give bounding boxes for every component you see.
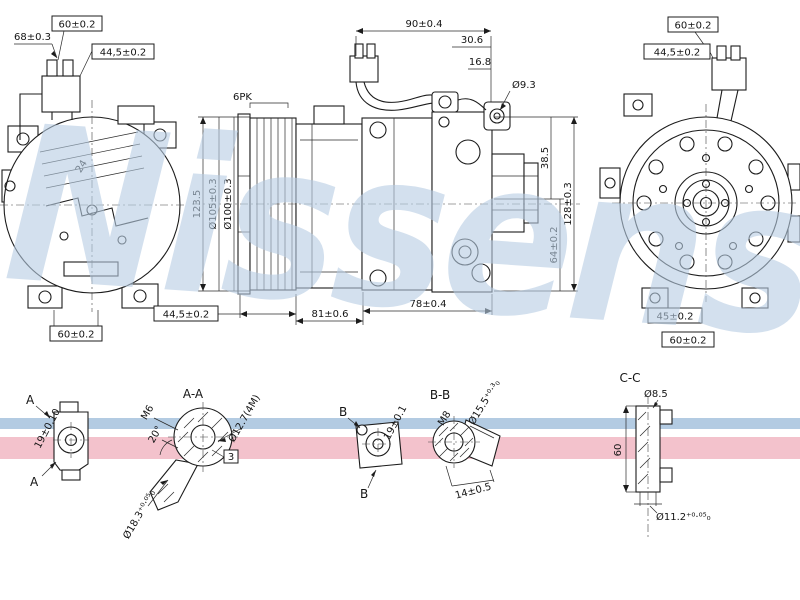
dim-93-label: Ø9.3: [512, 79, 536, 91]
dim-445-pulley-box: [153, 305, 219, 322]
rear-view-dimensions: 60±0.2 44,5±0.2 45±0.2 60±0.2: [643, 16, 719, 348]
side-view-linework: [192, 43, 580, 295]
section-a-a-title: A-A: [183, 387, 204, 401]
section-b-b-linework: [428, 416, 501, 487]
belt-6pk-label: 6PK: [233, 92, 252, 103]
section-a-a-bore-label: Ø18.3⁺⁰·⁰⁵₀: [121, 488, 159, 541]
dim-d105-label: Ø105±0.3: [207, 178, 219, 229]
front-view: 68±0.3 60±0.2 44,5±0.2 24 60±0.2: [0, 15, 186, 342]
detail-a-linework: [35, 401, 89, 481]
rear-view-linework: [599, 45, 800, 309]
section-a-a-linework: [147, 402, 243, 511]
dim-306-label: 30.6: [461, 35, 483, 46]
dim-128-label: 128±0.3: [563, 182, 574, 225]
side-view: 90±0.4 30.6 16.8 Ø9.3 6PK 123.5 Ø105±0.3…: [153, 19, 580, 325]
detail-b-marker-bottom: B: [360, 487, 368, 501]
dim-45-rear-box: [647, 307, 703, 324]
dim-60-top-label: 60±0.2: [58, 20, 95, 31]
section-a-a-flag-label: 3: [228, 452, 234, 463]
dim-60-rear-top-box: [667, 16, 719, 33]
dim-445-rear-box: [643, 43, 711, 60]
dim-445-pulley-label: 44,5±0.2: [163, 310, 210, 321]
detail-b: B B 19±0.1: [339, 404, 409, 501]
side-view-dimensions: 90±0.4 30.6 16.8 Ø9.3 6PK 123.5 Ø105±0.3…: [153, 19, 578, 325]
dim-60-rear-bottom-box: [661, 331, 715, 348]
section-b-b: B-B M8 Ø15.5⁺⁰·³₀ 14±0.5: [428, 378, 503, 502]
section-b-b-depth-label: 14±0.5: [454, 481, 493, 501]
dim-81-label: 81±0.6: [311, 309, 348, 320]
section-a-a-flag-box: [223, 449, 239, 464]
dim-60-top-box: [51, 15, 103, 32]
section-b-b-title: B-B: [430, 388, 450, 402]
detail-a-marker-top: A: [26, 393, 35, 407]
detail-b-marker-top: B: [339, 405, 347, 419]
dim-60-bottom-box: [49, 325, 103, 342]
dim-445-rear-label: 44,5±0.2: [654, 48, 701, 59]
dim-60-bottom-label: 60±0.2: [57, 330, 94, 341]
dim-168-label: 16.8: [469, 57, 491, 68]
dim-78-label: 78±0.4: [409, 299, 446, 310]
section-c-c-dia-bottom-label: Ø11.2⁺⁰·⁰⁵₀: [656, 511, 711, 523]
section-c-c-linework: [623, 396, 673, 540]
front-view-linework: [0, 59, 186, 312]
section-c-c: C-C Ø8.5 60 Ø11.2⁺⁰·⁰⁵₀: [613, 371, 711, 540]
section-c-c-dia-top-label: Ø8.5: [644, 388, 668, 400]
dim-385-label: 38.5: [540, 147, 551, 169]
section-c-c-title: C-C: [619, 371, 640, 385]
dim-90-label: 90±0.4: [405, 19, 442, 30]
dim-d100-label: Ø100±0.3: [222, 178, 234, 229]
dim-60-rear-top-label: 60±0.2: [674, 21, 711, 32]
dim-445-front-label: 44,5±0.2: [100, 48, 147, 59]
section-c-c-height-label: 60: [613, 444, 624, 457]
front-view-dimensions: 68±0.3 60±0.2 44,5±0.2 24 60±0.2: [14, 15, 155, 342]
detail-a-marker-bottom: A: [30, 475, 39, 489]
dim-68-label: 68±0.3: [14, 32, 51, 43]
detail-b-linework: [347, 417, 403, 489]
rear-view: 60±0.2 44,5±0.2 45±0.2 60±0.2: [599, 16, 800, 348]
dim-45-rear-label: 45±0.2: [656, 312, 693, 323]
section-a-a: A-A M6 20° Ø12.7(4M) 3 Ø18.3⁺⁰·⁰⁵₀: [121, 387, 263, 541]
dim-1235-label: 123.5: [192, 190, 203, 219]
dim-60-rear-bottom-label: 60±0.2: [669, 336, 706, 347]
brand-stripe-blue: [0, 418, 800, 429]
dim-64-label: 64±0.2: [549, 226, 560, 263]
detail-a: A A 19±0.10: [26, 393, 89, 489]
